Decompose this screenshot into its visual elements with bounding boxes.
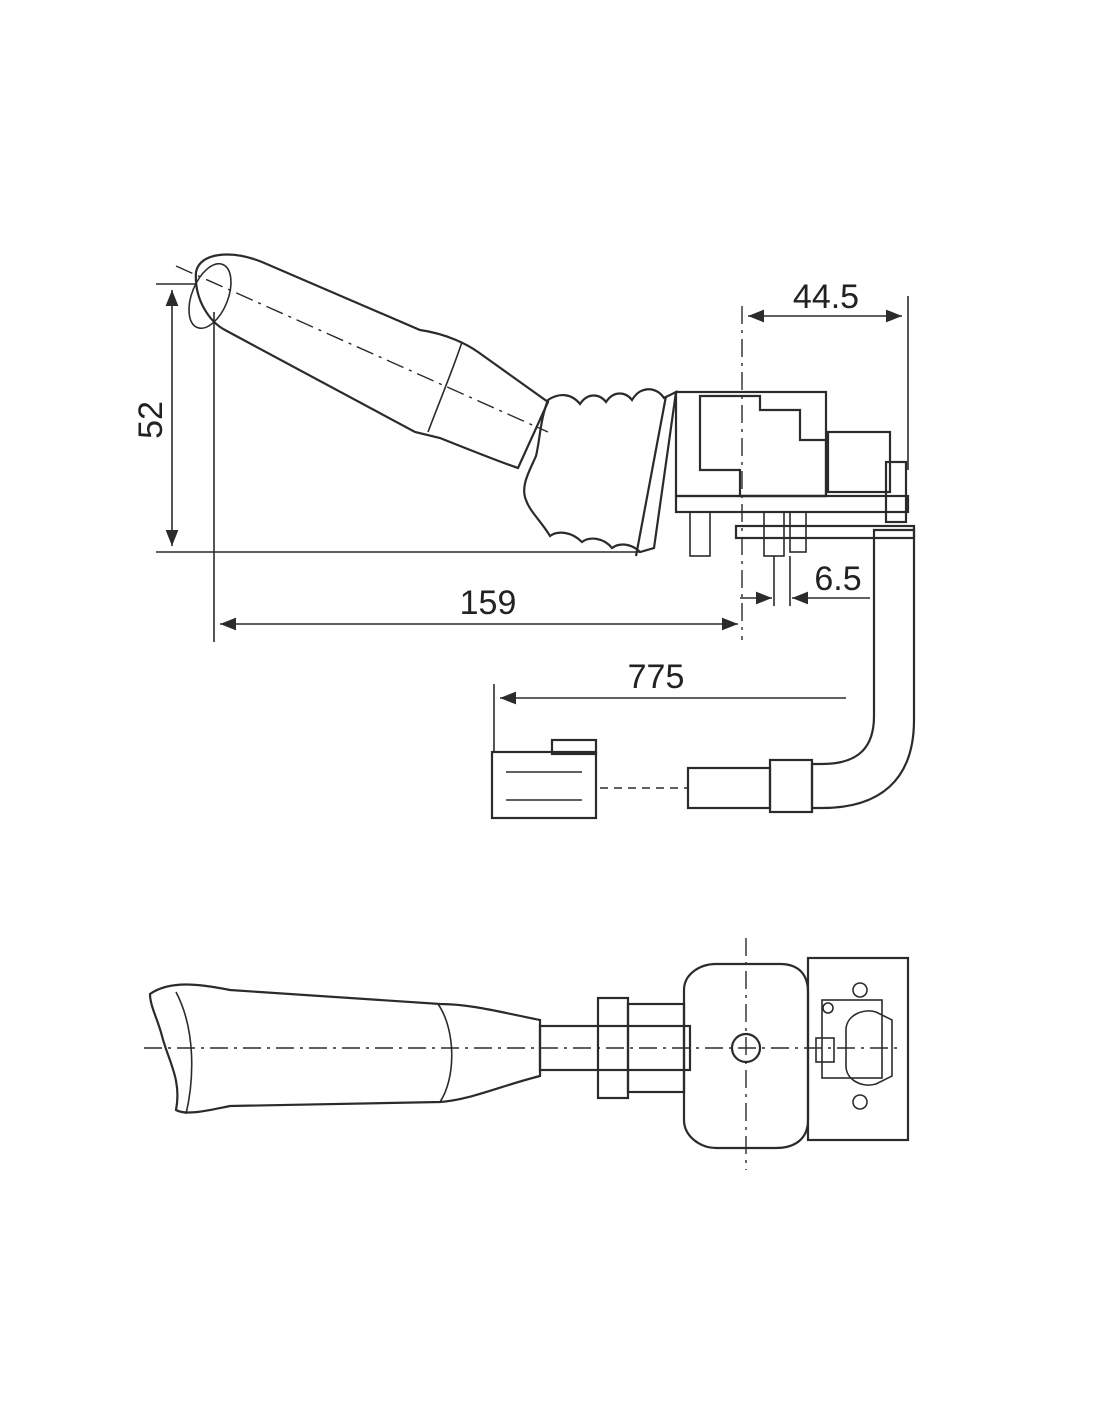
top-inner-block: [821, 999, 883, 1079]
side-switch-housing: [674, 390, 916, 557]
dimension-44-5: 44.5: [748, 278, 909, 470]
dimension-775: 775: [493, 658, 846, 752]
side-side-bracket: [884, 460, 908, 524]
side-terminal: [689, 511, 711, 557]
dimension-6-5: 6.5: [740, 556, 870, 606]
top-screw-icon: [822, 1002, 834, 1014]
top-screw-icon: [852, 1094, 868, 1110]
side-handle-ring: [427, 341, 463, 433]
top-screw-icon: [852, 982, 868, 998]
top-handle: [148, 983, 542, 1114]
side-microswitch: [826, 430, 892, 494]
side-handle-centerline: [175, 265, 549, 433]
side-terminal: [789, 511, 807, 553]
dim-label-159: 159: [460, 584, 517, 622]
top-small-contact: [815, 1037, 835, 1063]
dim-label-775: 775: [628, 658, 685, 696]
side-housing-upper: [698, 394, 828, 498]
side-boot-flange: [634, 395, 668, 557]
top-handle-end-ring: [175, 991, 193, 1115]
side-cable-end: [686, 766, 772, 810]
side-mount-rail: [734, 524, 916, 540]
side-housing-block: [674, 390, 828, 498]
side-view: 52 159 44.5 6.5 775: [132, 253, 916, 820]
connector-latch: [550, 738, 598, 756]
top-side-module: [806, 956, 910, 1142]
top-handle-ring: [437, 1003, 453, 1103]
side-cable-conduit: [810, 528, 916, 810]
side-handle-end-cap: [188, 262, 232, 330]
side-cable-sleeve: [768, 758, 814, 814]
top-view: [144, 938, 910, 1170]
dim-label-65: 6.5: [814, 560, 861, 598]
connector-body: [490, 750, 598, 820]
dim-label-445: 44.5: [793, 278, 859, 316]
dim-label-52: 52: [132, 401, 170, 439]
dimension-52: 52: [132, 283, 196, 546]
side-handle-grip: [194, 253, 550, 470]
side-rubber-boot: [523, 388, 678, 554]
side-terminal: [763, 511, 785, 557]
side-connector-plug: [490, 738, 598, 820]
dimension-159: 159: [213, 312, 738, 642]
side-base-plate: [674, 494, 910, 514]
side-handle: [175, 253, 550, 470]
top-rounded-cam: [845, 1010, 893, 1086]
